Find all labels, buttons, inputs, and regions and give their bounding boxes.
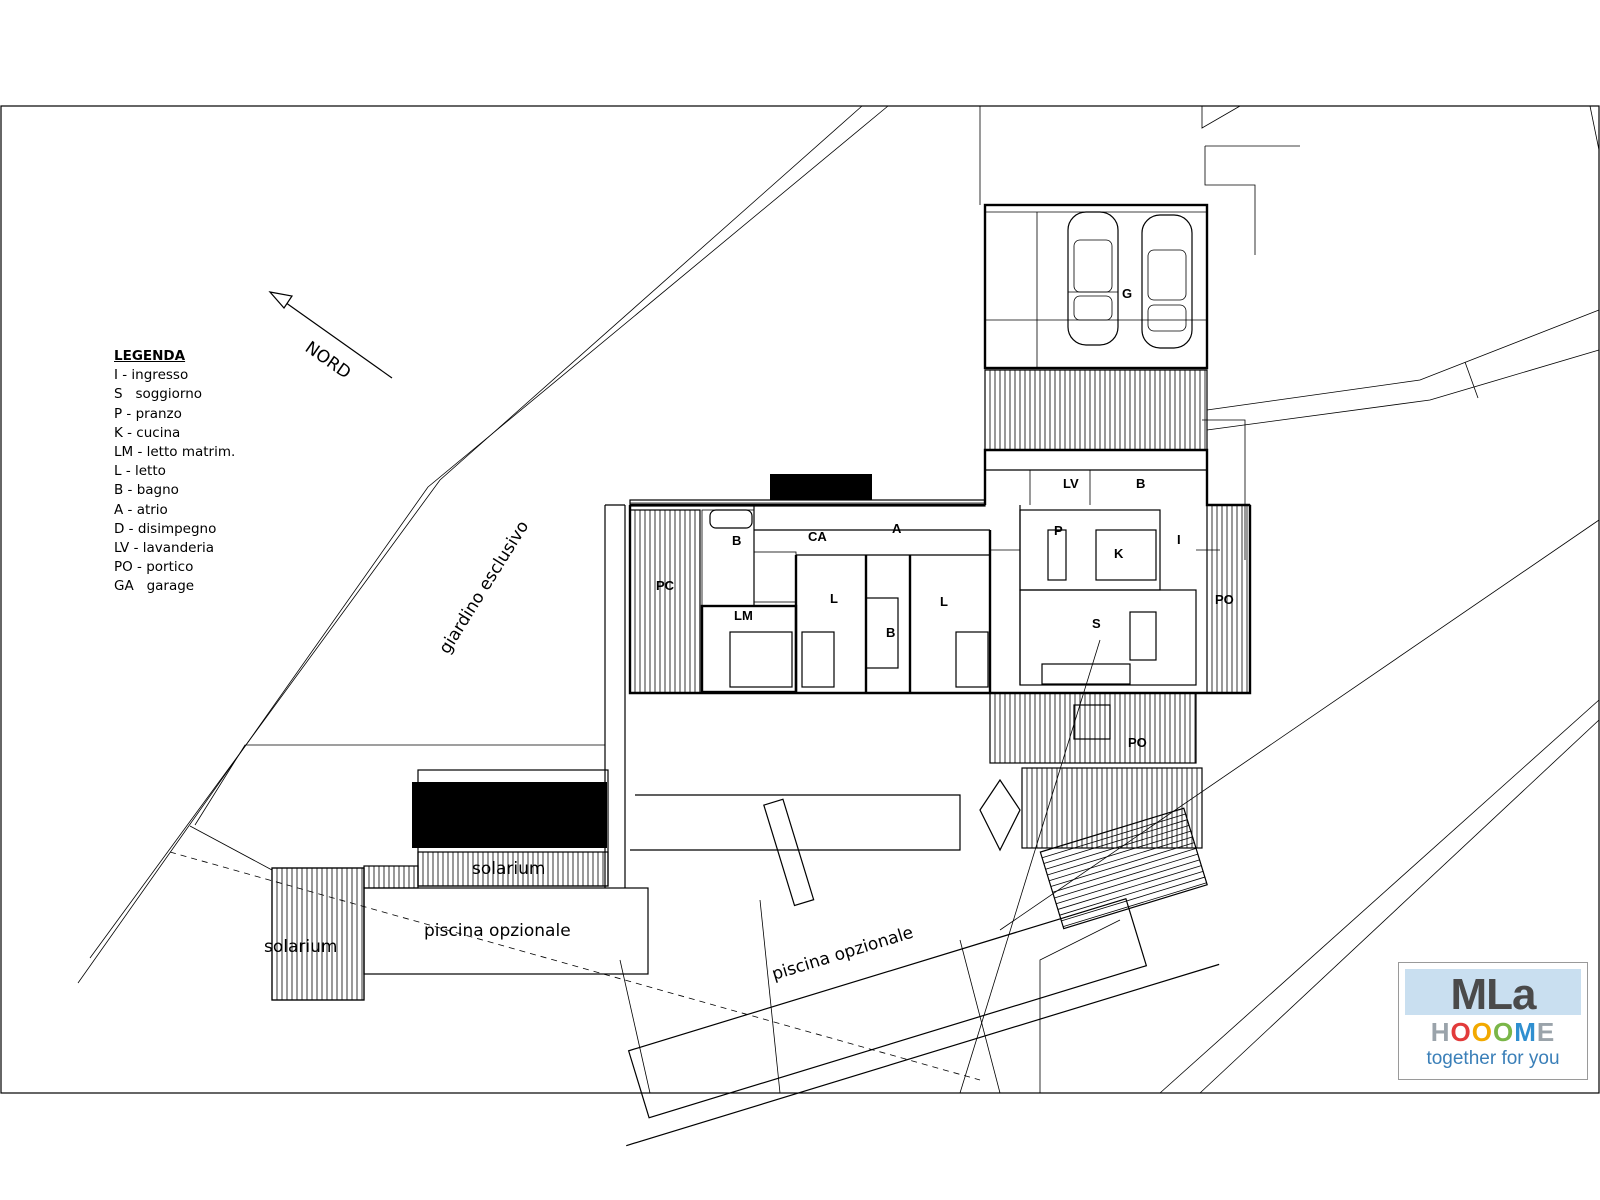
company-logo: MLa HOOOME together for you [1398,962,1588,1080]
room-bed-2: L [940,594,948,609]
legend-item: B - bagno [114,482,179,499]
room-porch-west: PC [656,578,675,593]
room-closet: CA [808,529,827,544]
steps-deck [1021,767,1208,930]
house-walls [628,448,1252,695]
room-bath-center: B [886,625,895,640]
logo-letter: O [1471,1017,1493,1047]
logo-brand: HOOOME [1405,1019,1581,1045]
room-porch-east: PO [1215,592,1234,607]
legend: LEGENDA I - ingresso S soggiorno P - pranz… [114,347,235,597]
room-atrium: A [892,521,902,536]
bed-icon [955,631,989,688]
drawing-frame [0,105,1600,1094]
logo-letter: M [1514,1017,1537,1047]
logo-letter: H [1430,1017,1451,1047]
room-dining: P [1054,523,1063,538]
pool-east [626,898,1220,1147]
solar-panel-dark [770,474,872,500]
logo-letter: O [1450,1017,1472,1047]
armchair-icon [1129,611,1157,661]
logo-letter: E [1536,1017,1556,1047]
furniture [709,509,1157,740]
legend-item: PO - portico [114,559,194,576]
room-garage: G [1122,286,1132,301]
room-bed-1: L [830,591,838,606]
kitchen-counter-icon [1095,529,1157,581]
room-kitchen: K [1114,546,1124,561]
room-master-bath: B [732,533,741,548]
car-icon [1141,214,1193,349]
solarium-label-1: solarium [472,859,545,879]
legend-item: L - letto [114,463,166,480]
hatched-deck-garage [984,369,1208,451]
logo-name: MLa [1450,970,1537,1019]
legend-item: LV - lavanderia [114,540,215,557]
room-entrance: I [1177,532,1181,547]
bed-icon [801,631,835,688]
solarium-structures [271,504,961,1001]
logo-letter: O [1493,1017,1515,1047]
room-laundry: LV [1063,476,1079,491]
double-bed-icon [729,631,793,688]
legend-item: K - cucina [114,424,181,441]
compass-label: NORD [301,338,354,384]
room-bath-service: B [1136,476,1145,491]
legend-title: LEGENDA [114,348,186,364]
room-living: S [1092,616,1101,631]
legend-item: LM - letto matrim. [114,444,236,461]
pool-label-1: piscina opzionale [424,921,571,941]
solarium-label-2: solarium [264,937,337,957]
logo-tagline: together for you [1426,1048,1560,1069]
room-porch-south: PO [1128,735,1147,750]
legend-item: I - ingresso [114,367,189,384]
north-arrow-icon [268,291,393,379]
legend-item: D - disimpegno [114,520,217,537]
sofa-icon [1041,663,1131,685]
legend-item: A - atrio [114,501,168,518]
legend-item: GA garage [114,578,195,595]
garage-block [983,145,1300,370]
dining-table-icon [1047,529,1067,581]
car-icon [1067,211,1119,346]
hatched-deck-solarium [271,851,609,1001]
room-master-bed: LM [734,608,753,623]
bathtub-icon [709,509,753,529]
legend-item: P - pranzo [114,405,182,422]
pool-label-2: piscina opzionale [770,923,916,985]
garden-label: giardino esclusivo [435,517,533,657]
solarium-dark-panel [412,782,607,848]
logo-banner: MLa [1405,969,1581,1019]
site-boundaries [77,105,1600,1094]
legend-item: S soggiorno [114,386,203,403]
hatched-deck-porches [629,499,1251,764]
legend-list: I - ingresso S soggiorno P - pranzo K - cuc… [114,366,235,596]
